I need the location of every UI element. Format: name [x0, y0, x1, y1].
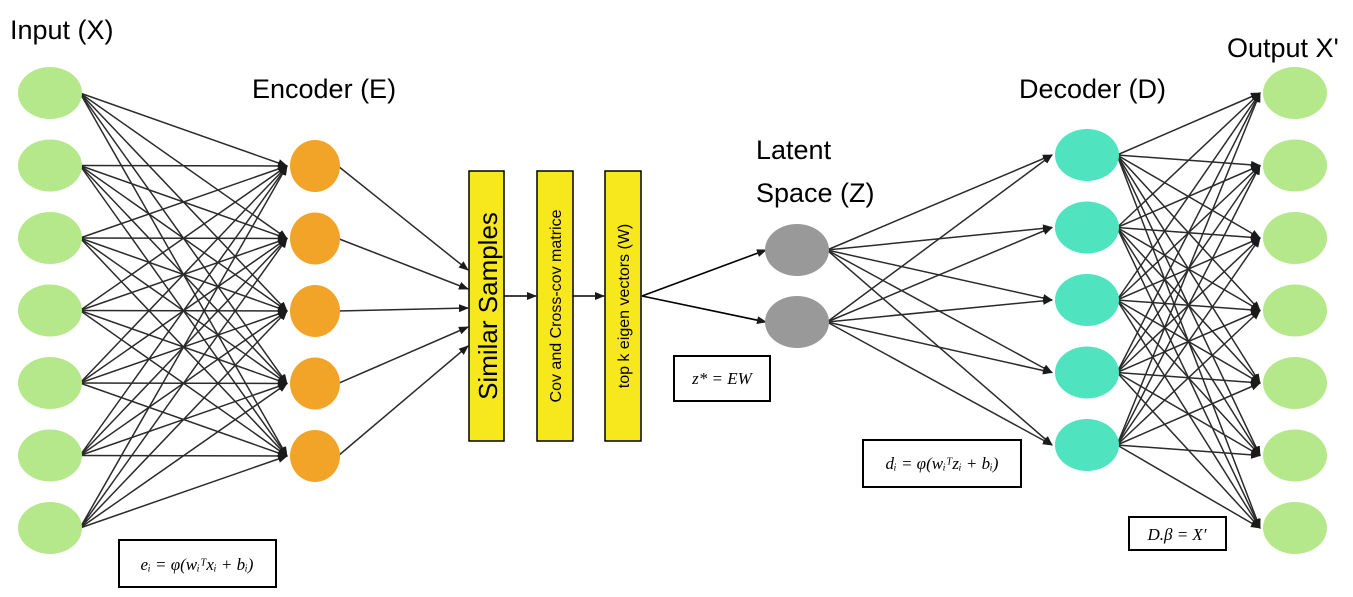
decoder-equation-box: dᵢ = φ(wᵢᵀzᵢ + bᵢ) — [862, 439, 1022, 488]
edge-latent-decoder — [826, 321, 1053, 375]
edge-input-encoder — [79, 92, 288, 167]
input-node-4 — [18, 284, 82, 337]
edge-input-encoder — [79, 165, 288, 456]
edge-decoder-output — [1116, 309, 1261, 446]
edge-decoder-output — [1116, 237, 1261, 446]
output-node-5 — [1263, 357, 1327, 409]
output-node-1 — [1263, 67, 1327, 119]
input-label: Input (X) — [10, 15, 114, 45]
arrow-eigen-to-latent-2 — [641, 295, 767, 325]
output-node-4 — [1263, 284, 1327, 337]
latent-label-line2: Space (Z) — [756, 178, 875, 208]
encoder-equation-box: eᵢ = φ(wᵢᵀxᵢ + bᵢ) — [118, 539, 277, 588]
edge-decoder-output — [1116, 444, 1261, 529]
latent-label-line1: Latent — [756, 135, 832, 165]
decoder-node-2 — [1055, 201, 1119, 254]
output-node-3 — [1263, 212, 1327, 264]
network-nodes — [18, 67, 1327, 554]
edge-decoder-output — [1116, 92, 1261, 156]
cov-matrices-label: Cov and Cross-cov matrice — [548, 209, 565, 402]
edge-input-encoder — [79, 161, 288, 170]
input-node-3 — [18, 212, 82, 264]
encoder-node-5 — [290, 430, 340, 482]
output-node-2 — [1263, 139, 1327, 192]
edge-decoder-output — [1116, 92, 1261, 301]
edge-latent-decoder — [826, 226, 1053, 323]
edge-decoder-output — [1116, 92, 1261, 446]
input-node-1 — [18, 67, 82, 119]
decoder-node-1 — [1055, 129, 1119, 181]
edge-decoder-output — [1116, 382, 1261, 446]
latent-equation-box: z* = EW — [673, 355, 771, 402]
encoder-node-2 — [290, 212, 340, 265]
latent-equation: z* = EW — [691, 369, 753, 388]
connection-edges — [79, 92, 1261, 529]
edge-latent-decoder — [826, 321, 1053, 446]
eigen-vectors-block: top k eigen vectors (W) — [604, 170, 642, 442]
similar-samples-label: Similar Samples — [473, 212, 503, 400]
edge-encoder-block — [337, 237, 469, 290]
edge-encoder-block — [337, 326, 469, 385]
edge-input-encoder — [79, 310, 288, 529]
input-node-2 — [18, 139, 82, 192]
input-node-6 — [18, 429, 82, 482]
input-node-5 — [18, 357, 82, 409]
edge-decoder-output — [1116, 92, 1261, 373]
encoder-node-3 — [290, 285, 340, 337]
edge-encoder-block — [337, 304, 469, 313]
encoder-node-4 — [290, 357, 340, 410]
latent-node-1 — [765, 224, 829, 276]
edge-input-encoder — [79, 237, 288, 529]
edge-decoder-output — [1116, 444, 1261, 459]
encoder-node-1 — [290, 140, 340, 192]
cov-matrices-block: Cov and Cross-cov matrice — [536, 170, 574, 442]
output-node-6 — [1263, 429, 1327, 482]
latent-node-2 — [765, 296, 829, 348]
arrow-eigen-to-latent-1 — [641, 249, 767, 297]
decoder-equation: dᵢ = φ(wᵢᵀzᵢ + bᵢ) — [886, 454, 999, 473]
input-node-7 — [18, 502, 82, 554]
eigen-vectors-label: top k eigen vectors (W) — [616, 224, 633, 389]
edge-input-encoder — [79, 382, 288, 529]
similar-samples-block: Similar Samples — [468, 170, 505, 442]
pipeline-arrows — [504, 249, 767, 325]
edge-decoder-output — [1116, 164, 1261, 446]
output-node-7 — [1263, 502, 1327, 554]
encoder-label: Encoder (E) — [252, 74, 396, 104]
output-equation: D.β = X′ — [1146, 525, 1206, 544]
decoder-node-4 — [1055, 346, 1119, 399]
edge-input-encoder — [79, 165, 288, 239]
output-equation-box: D.β = X′ — [1128, 516, 1227, 551]
edge-latent-decoder — [826, 296, 1053, 323]
edge-input-encoder — [79, 165, 288, 529]
edge-input-encoder — [79, 165, 288, 384]
edge-decoder-output — [1116, 92, 1261, 229]
decoder-node-3 — [1055, 274, 1119, 326]
edge-input-encoder — [79, 165, 288, 312]
encoder-equation: eᵢ = φ(wᵢᵀxᵢ + bᵢ) — [141, 555, 254, 574]
decoder-node-5 — [1055, 419, 1119, 471]
edge-encoder-block — [337, 165, 469, 271]
edge-latent-decoder — [826, 154, 1053, 323]
edge-encoder-block — [337, 345, 469, 457]
output-label: Output X' — [1227, 33, 1339, 63]
edge-latent-decoder — [826, 154, 1053, 251]
edge-input-encoder — [79, 455, 288, 529]
decoder-label: Decoder (D) — [1019, 74, 1166, 104]
